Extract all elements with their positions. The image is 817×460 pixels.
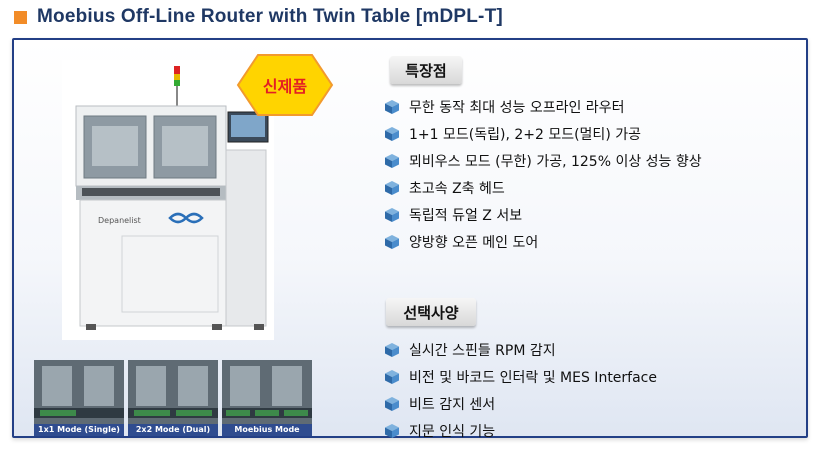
list-item: 무한 동작 최대 성능 오프라인 라우터 xyxy=(384,93,702,120)
mode-photo xyxy=(34,360,124,424)
cube-bullet-icon xyxy=(385,99,399,114)
page-header: Moebius Off-Line Router with Twin Table … xyxy=(14,6,503,28)
list-item: 양방향 오픈 메인 도어 xyxy=(384,228,702,255)
feature-text: 독립적 듀얼 Z 서보 xyxy=(409,207,523,224)
mode-caption: 1x1 Mode (Single) xyxy=(34,424,124,436)
cube-bullet-icon xyxy=(385,180,399,195)
brand-label: Depanelist xyxy=(98,216,141,225)
list-item: 비트 감지 센서 xyxy=(384,390,657,417)
feature-text: 양방향 오픈 메인 도어 xyxy=(409,234,539,251)
cube-bullet-icon xyxy=(385,369,399,384)
feature-text: 초고속 Z축 헤드 xyxy=(409,180,505,197)
product-image: Depanelist xyxy=(62,60,274,340)
mode-photo xyxy=(128,360,218,424)
options-heading: 선택사양 xyxy=(386,298,476,326)
list-item: 실시간 스핀들 RPM 감지 xyxy=(384,336,657,363)
list-item: 독립적 듀얼 Z 서보 xyxy=(384,201,702,228)
features-heading: 특장점 xyxy=(390,56,462,84)
feature-text: 1+1 모드(독립), 2+2 모드(멀티) 가공 xyxy=(409,126,641,143)
list-item: 지문 인식 기능 xyxy=(384,417,657,444)
cube-bullet-icon xyxy=(385,342,399,357)
mode-thumbnails: 1x1 Mode (Single) 2x2 Mode (Dual) xyxy=(34,360,312,436)
option-text: 비트 감지 센서 xyxy=(409,396,496,413)
feature-text: 뫼비우스 모드 (무한) 가공, 125% 이상 성능 향상 xyxy=(409,153,702,170)
mode-thumbnail-single: 1x1 Mode (Single) xyxy=(34,360,124,436)
option-text: 지문 인식 기능 xyxy=(409,423,496,440)
page-title: Moebius Off-Line Router with Twin Table … xyxy=(37,6,503,27)
list-item: 1+1 모드(독립), 2+2 모드(멀티) 가공 xyxy=(384,120,702,147)
list-item: 초고속 Z축 헤드 xyxy=(384,174,702,201)
list-item: 뫼비우스 모드 (무한) 가공, 125% 이상 성능 향상 xyxy=(384,147,702,174)
mode-thumbnail-dual: 2x2 Mode (Dual) xyxy=(128,360,218,436)
cube-bullet-icon xyxy=(385,126,399,141)
feature-text: 무한 동작 최대 성능 오프라인 라우터 xyxy=(409,99,625,116)
new-product-badge xyxy=(236,54,334,116)
cube-bullet-icon xyxy=(385,153,399,168)
cube-bullet-icon xyxy=(385,234,399,249)
cube-bullet-icon xyxy=(385,396,399,411)
mode-photo xyxy=(222,360,312,424)
options-list: 실시간 스핀들 RPM 감지 비전 및 바코드 인터락 및 MES Interf… xyxy=(384,336,657,444)
list-item: 비전 및 바코드 인터락 및 MES Interface xyxy=(384,363,657,390)
title-accent-square xyxy=(14,10,27,24)
option-text: 비전 및 바코드 인터락 및 MES Interface xyxy=(409,369,657,386)
mode-thumbnail-moebius: Moebius Mode xyxy=(222,360,312,436)
features-list: 무한 동작 최대 성능 오프라인 라우터 1+1 모드(독립), 2+2 모드(… xyxy=(384,93,702,255)
mode-caption: 2x2 Mode (Dual) xyxy=(128,424,218,436)
mode-caption: Moebius Mode xyxy=(222,424,312,436)
cube-bullet-icon xyxy=(385,207,399,222)
cube-bullet-icon xyxy=(385,423,399,438)
badge-label: 신제품 xyxy=(262,77,308,96)
option-text: 실시간 스핀들 RPM 감지 xyxy=(409,342,556,359)
